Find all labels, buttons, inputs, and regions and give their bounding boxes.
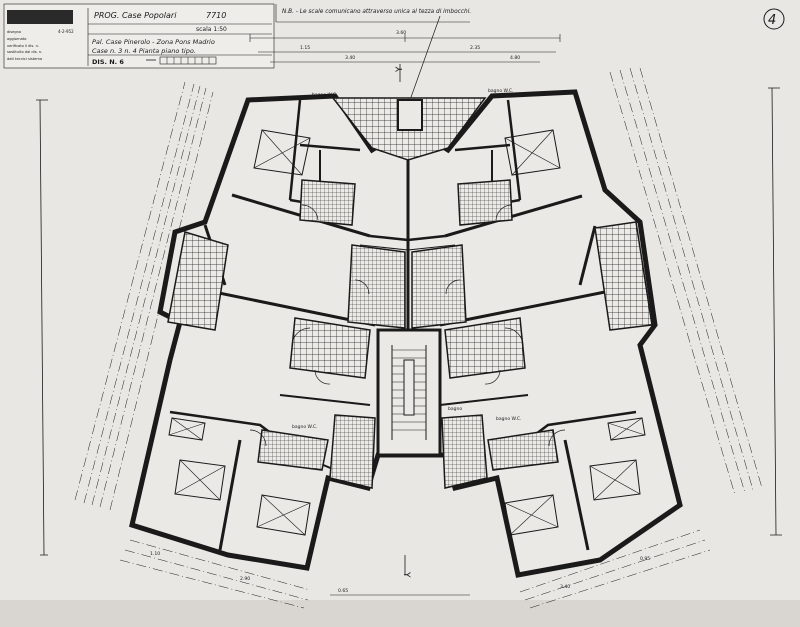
sheet-number-circle (763, 8, 785, 30)
svg-text:0.95: 0.95 (640, 556, 650, 562)
axis-label-bottom: Y (401, 571, 411, 578)
drawing-number: DIS. N. 6 (92, 58, 124, 66)
bed-lower-left-1 (174, 459, 226, 501)
furniture-beds (168, 129, 646, 536)
label-bagno-mid-right: bagno (448, 406, 462, 412)
title-row-label: verificato il dis. n. (7, 44, 39, 48)
title-row-label: dati tecnici sistema (7, 57, 42, 61)
kitchen-center-left (347, 244, 406, 329)
svg-text:4.80: 4.80 (510, 55, 520, 61)
svg-text:2.35: 2.35 (470, 45, 480, 51)
scale-label: scala 1:50 (196, 26, 227, 33)
cabinet-left (168, 417, 206, 441)
cabinet-right (607, 417, 646, 441)
door-swings (249, 204, 566, 447)
bed-lower-right-2 (504, 494, 559, 536)
bed-lower-right-1 (589, 459, 641, 501)
bath-lower-right (487, 429, 559, 471)
kitchen-left (289, 317, 371, 379)
loggia-right-upper (594, 221, 653, 331)
bath-upper-right (457, 179, 513, 226)
room-labels: bagno W.C. bagno W.C. bagno W.C. bagno W… (292, 88, 521, 430)
title-block: PROG. Case Popolari 7710 scala 1:50 Pal.… (3, 3, 275, 69)
svg-text:3.40: 3.40 (345, 55, 355, 61)
svg-text:3.40: 3.40 (560, 584, 570, 590)
dimension-figures: 3.60 1.15 3.40 2.35 4.80 1.10 2.90 0.65 … (150, 30, 650, 594)
tiled-floors (167, 97, 653, 489)
svg-text:2.90: 2.90 (240, 576, 250, 582)
title-block-rows: disegno 4-2-952 aggiornato verificato il… (7, 29, 74, 61)
bed-lower-left-2 (256, 494, 311, 536)
svg-text:3.60: 3.60 (396, 30, 406, 36)
location-line: Pal. Case Pinerolo - Zona Pons Madrio (92, 38, 215, 46)
houses-line: Case n. 3 n. 4 Pianta piano tipo. (92, 47, 196, 55)
svg-text:1.10: 1.10 (150, 551, 160, 557)
axis-label-top: Y (395, 66, 405, 73)
label-bagno-upper-right: bagno W.C. (488, 88, 513, 94)
label-bagno-lower-left: bagno W.C. (292, 424, 317, 430)
loggia-left-upper (167, 231, 229, 331)
bed-upper-left (253, 129, 311, 176)
bath-upper-left (299, 179, 356, 226)
kitchen-right (444, 317, 526, 379)
title-row-label: sostituito dal dis. n. (7, 50, 42, 54)
title-row-label: aggiornato (7, 37, 26, 41)
svg-text:1.15: 1.15 (300, 45, 310, 51)
project-title: PROG. Case Popolari (94, 11, 177, 20)
section-axis: Y Y (395, 64, 411, 578)
label-bagno-upper-left: bagno W.C. (312, 92, 337, 98)
label-bagno-lower-right: bagno W.C. (496, 416, 521, 422)
title-block-dark-label (7, 10, 73, 24)
corridor-lower-left (329, 414, 376, 489)
shaft-top (397, 99, 423, 131)
project-number: 7710 (206, 11, 226, 20)
corridor-lower-right (441, 414, 488, 489)
sheet-number: 4 (768, 13, 776, 28)
title-row-label: disegno (7, 30, 21, 34)
bath-lower-left (257, 429, 329, 471)
svg-text:0.65: 0.65 (338, 588, 348, 594)
bed-upper-right (504, 129, 561, 176)
stair-note: N.B. - Le scale comunicano attraverso un… (282, 9, 471, 15)
kitchen-center-right (411, 244, 467, 329)
overall-dimension-lines (36, 34, 782, 609)
title-row-value: 4-2-952 (58, 29, 74, 34)
